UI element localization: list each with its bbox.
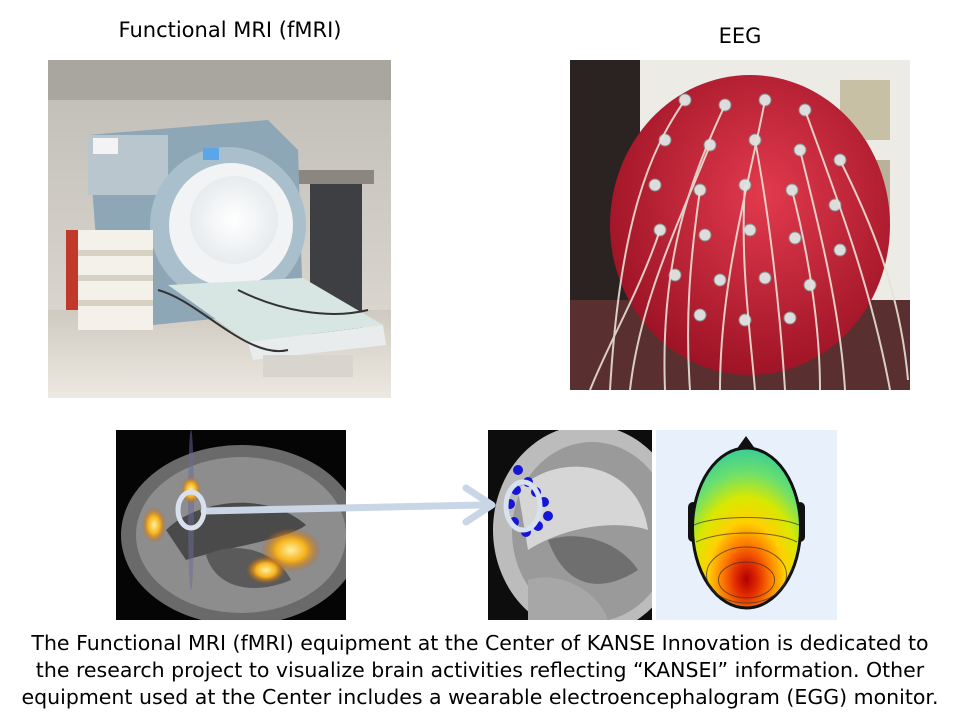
caption-line-2: the research project to visualize brain … (35, 658, 925, 682)
caption: The Functional MRI (fMRI) equipment at t… (6, 630, 954, 711)
fmri-title: Functional MRI (fMRI) (118, 18, 342, 42)
caption-line-3: equipment used at the Center includes a … (21, 685, 939, 709)
caption-line-1: The Functional MRI (fMRI) equipment at t… (31, 631, 929, 655)
mri-dipole-slice (488, 430, 652, 620)
eeg-cap-photo (570, 60, 910, 390)
mri-scanner-photo (48, 60, 391, 398)
eeg-title: EEG (718, 24, 762, 48)
fmri-activation-slice (116, 430, 346, 620)
eeg-topography-map (656, 430, 837, 620)
